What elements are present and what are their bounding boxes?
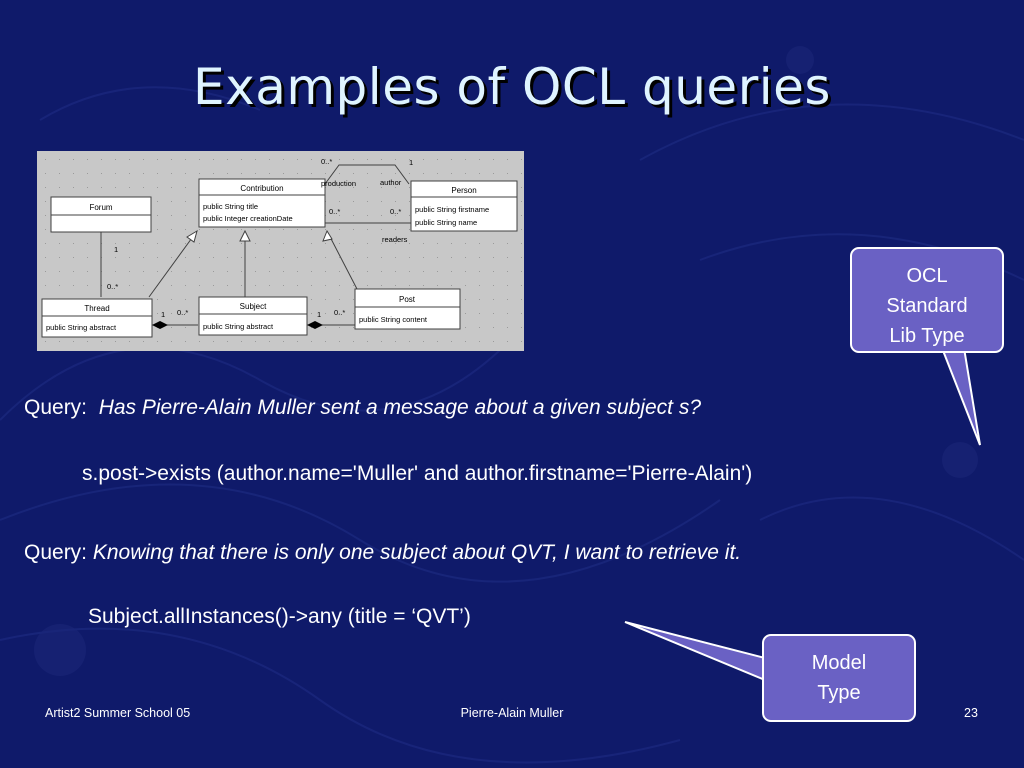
callout-ocl-line-1: OCL <box>906 265 948 287</box>
footer-left: Artist2 Summer School 05 <box>45 706 191 720</box>
footer-author: Pierre-Alain Muller <box>460 706 564 720</box>
class-thread: Thread public String abstract <box>41 298 153 338</box>
svg-text:public String firstname: public String firstname <box>415 205 489 214</box>
label-readers: readers <box>382 235 408 244</box>
class-post: Post public String content <box>354 288 461 330</box>
svg-text:Post: Post <box>399 295 416 304</box>
mult-readers: 0..* <box>390 207 401 216</box>
class-forum: Forum <box>50 196 152 233</box>
query-1-code: s.post->exists (author.name='Muller' and… <box>82 462 753 485</box>
query-1-text: Has Pierre-Alain Muller sent a message a… <box>98 396 702 419</box>
query-1: Query: Has Pierre-Alain Muller sent a me… <box>24 396 701 420</box>
mult-production-bottom: 0..* <box>329 207 340 216</box>
query-2-text: Knowing that there is only one subject a… <box>92 541 742 564</box>
class-subject: Subject public String abstract <box>198 296 308 336</box>
mult-thread-one: 1 <box>161 310 165 319</box>
callout-model-type: Model Type <box>762 634 916 722</box>
svg-text:Forum: Forum <box>89 203 112 212</box>
callout-ocl-line-2: Standard <box>886 295 968 317</box>
page-number: 23 <box>964 706 978 720</box>
slide-title: Examples of OCL queries <box>193 58 831 116</box>
query-2-prefix: Query: <box>24 541 88 564</box>
label-author: author <box>380 178 402 187</box>
callout-model-line-2: Type <box>817 682 861 704</box>
svg-text:Thread: Thread <box>84 304 109 313</box>
svg-text:public String abstract: public String abstract <box>46 323 117 332</box>
svg-text:public String abstract: public String abstract <box>203 322 274 331</box>
uml-class-diagram: Contribution public String title public … <box>37 151 524 351</box>
svg-text:public String name: public String name <box>415 218 477 227</box>
mult-author-top: 1 <box>409 158 413 167</box>
svg-text:Subject: Subject <box>240 302 267 311</box>
callout-ocl-standard-lib-type: OCL Standard Lib Type <box>850 247 1004 353</box>
query-2-code: Subject.allInstances()->any (title = ‘QV… <box>88 605 471 628</box>
class-contribution: Contribution public String title public … <box>198 178 326 228</box>
query-1-prefix: Query: <box>24 396 88 419</box>
mult-production-top: 0..* <box>321 157 332 166</box>
svg-text:public Integer creationDate: public Integer creationDate <box>203 214 293 223</box>
mult-thread-many: 0..* <box>177 308 188 317</box>
query-2: Query: Knowing that there is only one su… <box>24 541 741 565</box>
mult-thread-top: 0..* <box>107 282 118 291</box>
svg-text:Person: Person <box>451 186 476 195</box>
mult-subject-one: 1 <box>317 310 321 319</box>
svg-text:Contribution: Contribution <box>240 184 283 193</box>
label-production: production <box>321 179 356 188</box>
mult-forum: 1 <box>114 245 118 254</box>
mult-subject-many: 0..* <box>334 308 345 317</box>
callout-model-line-1: Model <box>811 652 867 674</box>
svg-text:public String title: public String title <box>203 202 258 211</box>
class-person: Person public String firstname public St… <box>410 180 518 232</box>
callout-ocl-line-3: Lib Type <box>889 325 965 347</box>
svg-text:public String content: public String content <box>359 315 428 324</box>
